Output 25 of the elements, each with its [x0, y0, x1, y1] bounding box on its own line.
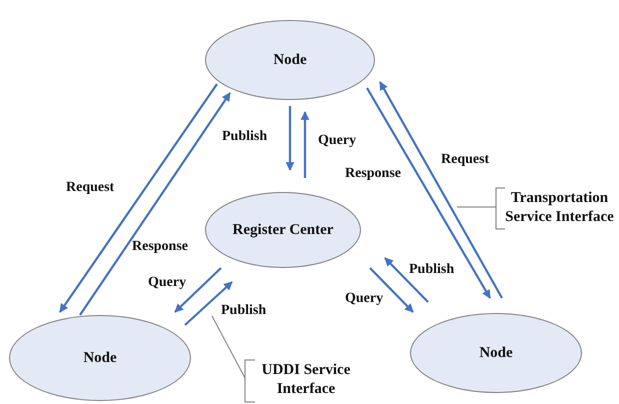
arrow [174, 267, 222, 313]
arrow [369, 267, 414, 313]
node-label: Node [83, 350, 117, 366]
arrow [379, 81, 503, 299]
arrow [300, 111, 310, 178]
edge-label: Query [345, 292, 384, 306]
edge-label: Response [132, 240, 188, 254]
leader-line [212, 316, 246, 378]
edge-label: Request [441, 153, 490, 167]
callout-label: UDDI Service Interface [250, 358, 362, 402]
edge-label: Request [66, 181, 114, 195]
arrow [286, 106, 294, 171]
node-label: Node [479, 344, 513, 362]
node-label: Node [273, 52, 307, 68]
edge-label: Response [345, 167, 402, 181]
edge-label: Query [148, 276, 186, 290]
node-label: Register Center [232, 222, 334, 238]
arrow [79, 92, 231, 316]
arrow [59, 83, 218, 313]
leader-line [456, 206, 496, 208]
callout-label: Transportation Service Interface [500, 186, 619, 230]
arrow [366, 87, 491, 299]
arrow [384, 257, 429, 303]
edge-label: Query [318, 134, 356, 148]
arrow [184, 281, 233, 326]
